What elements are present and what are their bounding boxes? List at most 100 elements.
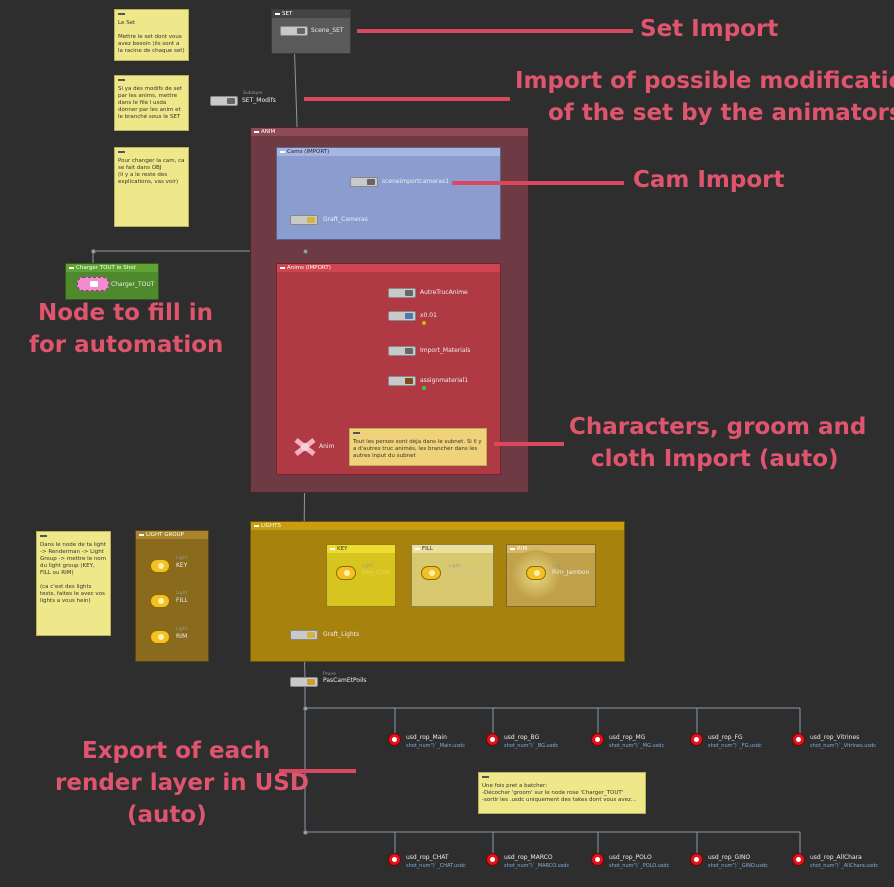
node-fill-annotation-1: Node to fill in [38, 300, 214, 326]
cam-import-annotation: Cam Import [633, 167, 785, 193]
lg-rim-node[interactable] [150, 630, 170, 644]
usd-rop-icon[interactable] [591, 733, 604, 746]
lop-icon [297, 28, 305, 34]
export-pointer [279, 769, 356, 773]
fill-box-title: FILL [412, 545, 493, 553]
autretruc-node[interactable] [388, 288, 416, 298]
usd-rop-icon[interactable] [792, 733, 805, 746]
cam-import-pointer [452, 181, 624, 185]
usd-rop-icon[interactable] [591, 853, 604, 866]
usd-rop-icon[interactable] [486, 733, 499, 746]
light-group-box[interactable]: LIGHT GROUP [135, 530, 209, 662]
usd-rop-icon[interactable] [690, 853, 703, 866]
scene-set-label: Scene_SET [311, 27, 344, 34]
set-modifs-label: SET_Modifs [242, 97, 276, 104]
set-box-title: SET [272, 10, 350, 18]
anim-subnet-icon [294, 438, 316, 456]
usd-rop-name: usd_rop_BG [504, 734, 540, 741]
charger-box-title: Charger TOUT le Shot [66, 264, 158, 272]
key-box[interactable]: KEY [326, 544, 396, 607]
fill-light-label: Fill_Jambon [449, 569, 483, 576]
graft-lights-node[interactable] [290, 630, 318, 640]
usd-rop-name: usd_rop_GINO [708, 854, 751, 861]
chars-pointer [494, 442, 564, 446]
usd-rop-icon[interactable] [690, 733, 703, 746]
assignmaterial-flag-icon [422, 386, 426, 390]
sceneimport-label: sceneimportcameras1 [382, 178, 450, 185]
usd-rop-icon[interactable] [792, 853, 805, 866]
charger-tout-label: Charger_TOUT [111, 281, 155, 288]
node-fill-annotation-2: for automation [29, 332, 224, 358]
x001-node[interactable] [388, 311, 416, 321]
fill-light-type: Light [449, 564, 461, 569]
sticky-batcher[interactable]: Une fois pret a batcher: -Décocher 'groo… [478, 772, 646, 814]
set-modifs-node[interactable] [210, 96, 238, 106]
lg-rim-type: Light [176, 627, 188, 632]
usd-rop-file: shot_num")`_Vitrines.usdc [810, 743, 876, 749]
x001-label: x0.01 [420, 312, 437, 319]
usd-rop-name: usd_rop_Main [406, 734, 447, 741]
usd-rop-file: shot_num")`_Main.usdc [406, 743, 465, 749]
sceneimport-node[interactable] [350, 177, 378, 187]
x001-flag-icon [422, 321, 426, 325]
bus-dot [303, 830, 308, 835]
pascam-label: PasCamEtPoils [323, 677, 367, 684]
key-light-node[interactable] [336, 566, 356, 580]
set-import-pointer [357, 29, 633, 33]
usd-rop-icon[interactable] [486, 853, 499, 866]
bus-dot [303, 706, 308, 711]
material-icon [405, 378, 413, 384]
assignmaterial-node[interactable] [388, 376, 416, 386]
rim-light-type: Light [552, 564, 564, 569]
sticky-set-modifs[interactable]: Si ya des modifs de set par les anims, m… [114, 75, 189, 131]
export-annotation-3: (auto) [127, 802, 207, 828]
sticky-cam[interactable]: Pour changer la cam, ca se fait dans OBJ… [114, 147, 189, 227]
rim-box-title: RIM [507, 545, 595, 553]
usd-rop-icon[interactable] [388, 733, 401, 746]
usd-rop-file: shot_num")`_POLO.usdc [609, 863, 670, 869]
graft-icon [307, 632, 315, 638]
scene-set-node[interactable] [280, 26, 308, 36]
lg-key-node[interactable] [150, 559, 170, 573]
anim-subnet-node[interactable] [294, 438, 316, 456]
lg-fill-node[interactable] [150, 594, 170, 608]
lg-key-label: KEY [176, 562, 188, 569]
set-modifs-type: Sublayer [243, 91, 263, 96]
chars-annotation-2: cloth Import (auto) [591, 446, 839, 472]
usd-rop-name: usd_rop_MG [609, 734, 646, 741]
transform-icon [405, 313, 413, 319]
fill-light-node[interactable] [421, 566, 441, 580]
bus-dot [91, 249, 96, 254]
usd-rop-file: shot_num")`_GINO.usdc [708, 863, 768, 869]
usd-rop-file: shot_num")`_MG.usdc [609, 743, 665, 749]
pascam-node[interactable] [290, 677, 318, 687]
charger-tout-node[interactable] [77, 277, 109, 291]
export-annotation-2: render layer in USD [55, 770, 309, 796]
lg-key-type: Light [176, 556, 188, 561]
usd-rop-file: shot_num")`_CHAT.usdc [406, 863, 466, 869]
autretruc-label: AutreTrucAnime [420, 289, 468, 296]
rim-light-label: Rim_Jambon [552, 569, 590, 576]
rim-light-node[interactable] [526, 566, 546, 580]
usd-rop-name: usd_rop_CHAT [406, 854, 449, 861]
usd-rop-file: shot_num")`_FG.usdc [708, 743, 762, 749]
import-materials-node[interactable] [388, 346, 416, 356]
sticky-le-set[interactable]: Le Set Mettre le set dont vous avez beso… [114, 9, 189, 61]
lop-icon [405, 348, 413, 354]
key-light-label: Key_Chat [362, 569, 390, 576]
graft-cameras-label: Graft_Cameras [323, 216, 368, 223]
light-group-title: LIGHT GROUP [136, 531, 208, 539]
anim-box-title: ANIM [251, 128, 528, 136]
bus-dot [303, 249, 308, 254]
usd-rop-file: shot_num")`_BG.usdc [504, 743, 559, 749]
cams-import-box[interactable]: Cams (IMPORT) [276, 147, 501, 240]
graft-cameras-node[interactable] [290, 215, 318, 225]
usd-rop-icon[interactable] [388, 853, 401, 866]
anim-label: Anim [319, 443, 335, 450]
usd-rop-file: shot_num")`_MARCO.usdc [504, 863, 570, 869]
sticky-light[interactable]: Dans le node de ta light -> Renderman ->… [36, 531, 111, 636]
import-mods-annotation-2: of the set by the animators [548, 100, 894, 126]
sticky-anim[interactable]: Tout les persos sont déja dans le subnet… [349, 428, 487, 466]
sublayer-icon [227, 98, 235, 104]
chars-annotation-1: Characters, groom and [569, 414, 867, 440]
